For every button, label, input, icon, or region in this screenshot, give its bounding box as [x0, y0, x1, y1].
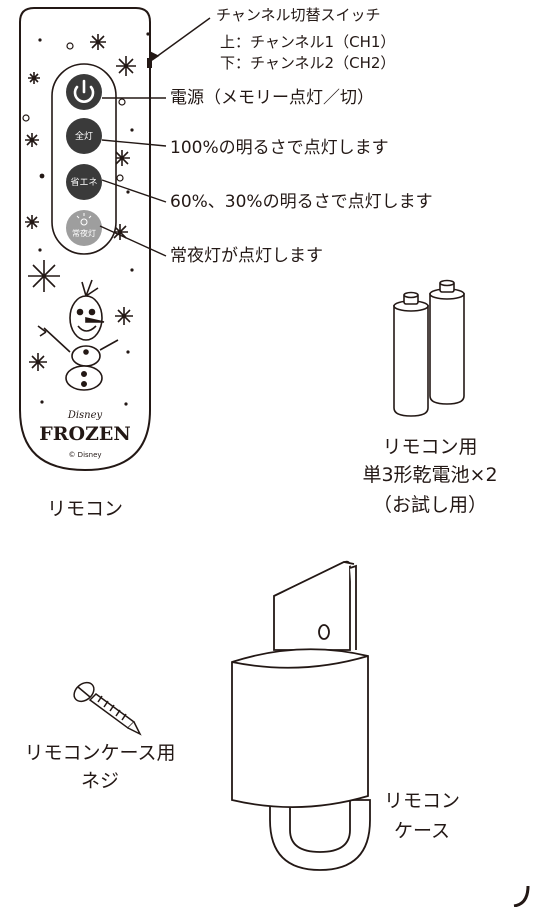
night-light-callout: 常夜灯が点灯します	[170, 246, 323, 266]
night-light-button-label: 常夜灯	[72, 228, 96, 238]
eco-button-label: 省エネ	[70, 176, 97, 188]
copyright-text: © Disney	[68, 451, 101, 459]
battery-caption-line3: （お試し用）	[372, 494, 487, 516]
full-light-button[interactable]: 全灯	[66, 118, 102, 154]
remote-control: 全灯 省エネ 常夜灯	[19, 7, 152, 472]
snowflake-icon	[25, 34, 136, 371]
night-light-button[interactable]: 常夜灯	[66, 210, 102, 246]
channel-switch[interactable]	[147, 58, 152, 68]
channel-switch-up: 上：チャンネル1（CH1）	[220, 33, 396, 51]
screw-illustration	[73, 681, 142, 736]
power-callout: 電源（メモリー点灯／切）	[170, 88, 374, 108]
corner-mark	[513, 885, 530, 907]
battery-caption-line1: リモコン用	[382, 436, 478, 458]
bulb-icon	[76, 213, 92, 226]
case-caption-line1: リモコン	[383, 790, 460, 812]
eco-button[interactable]: 省エネ	[66, 164, 102, 200]
full-light-button-label: 全灯	[75, 130, 93, 142]
batteries-illustration	[393, 279, 465, 417]
channel-switch-down: 下：チャンネル2（CH2）	[220, 54, 396, 72]
olaf-character-illustration	[37, 279, 119, 391]
callout-lines	[99, 17, 211, 257]
remote-case-illustration	[231, 560, 371, 871]
case-caption-line2: ケース	[393, 820, 451, 842]
full-light-callout: 100%の明るさで点灯します	[170, 138, 389, 158]
power-button[interactable]	[66, 74, 102, 110]
disney-logo: Disney	[67, 410, 103, 421]
screw-caption-line1: リモコンケース用	[24, 742, 176, 764]
screw-caption-line2: ネジ	[80, 770, 119, 792]
remote-caption: リモコン	[46, 498, 123, 520]
frozen-logo: FROZEN	[39, 423, 131, 445]
eco-callout: 60%、30%の明るさで点灯します	[170, 192, 433, 212]
battery-caption-line2: 単3形乾電池×2	[362, 464, 498, 486]
channel-switch-title: チャンネル切替スイッチ	[216, 6, 381, 24]
